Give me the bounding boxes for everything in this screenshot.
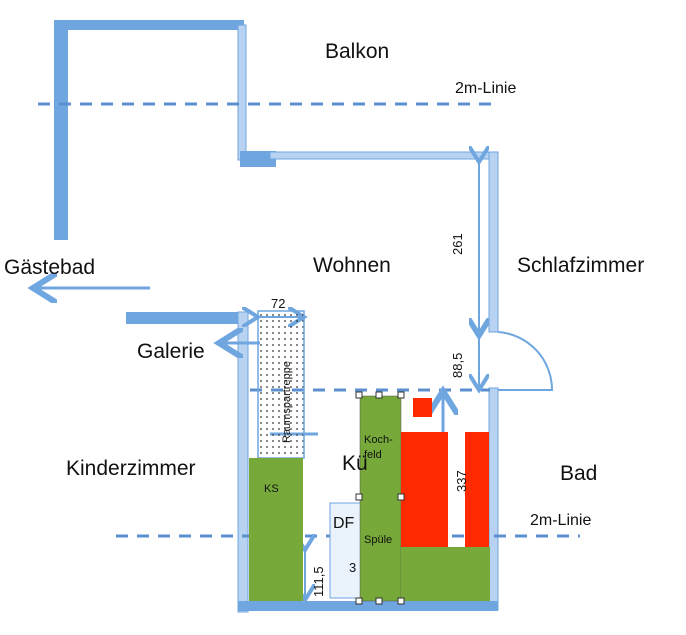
wall-right-upper [488, 151, 499, 333]
room-balkon: Balkon [325, 40, 389, 63]
kochfeld-label-1: Koch- [364, 434, 393, 446]
wall-top [54, 20, 244, 30]
spuele-label: Spüle [364, 534, 392, 546]
wall-middle-horizontal [269, 151, 496, 160]
room-kueche: Kü [342, 452, 368, 475]
stair-label: Raumspartreppe [281, 361, 293, 443]
kochfeld-label-2: feld [364, 449, 382, 461]
dim-337: 337 [454, 470, 469, 492]
two-meter-label-top: 2m-Linie [455, 80, 516, 97]
dim-261: 261 [450, 233, 465, 255]
door-swing [497, 331, 554, 391]
selection-handles [355, 391, 405, 605]
dim-3: 3 [349, 560, 356, 575]
wall-right-lower [488, 387, 499, 611]
room-kinderzimmer: Kinderzimmer [66, 457, 196, 480]
wall-galerie-stub [126, 312, 248, 324]
dim-72: 72 [271, 296, 285, 311]
kitchen-counter-left [359, 395, 402, 602]
wall-corner-block [240, 151, 276, 167]
room-galerie: Galerie [137, 340, 205, 363]
kitchen-counter-bottom [401, 547, 490, 601]
ks-label: KS [264, 483, 279, 495]
room-schlafzimmer: Schlafzimmer [517, 254, 644, 277]
room-bad: Bad [560, 462, 597, 485]
two-meter-label-bottom: 2m-Linie [530, 512, 591, 529]
wall-bottom [238, 601, 498, 611]
red-block-middle [401, 432, 448, 547]
dim-111-5: 111,5 [311, 566, 326, 597]
dim-88-5: 88,5 [450, 353, 465, 378]
stair [257, 310, 305, 459]
wall-top-inner [237, 24, 247, 161]
ks-block [249, 458, 303, 601]
red-block-right [465, 432, 489, 547]
wall-left-top [54, 20, 68, 240]
dfl-label: DF [333, 515, 355, 532]
dfl-box [329, 502, 363, 599]
room-gaestebad: Gästebad [4, 256, 95, 279]
room-wohnen: Wohnen [313, 254, 391, 277]
wall-kitchen-left [237, 311, 249, 613]
red-block-small [413, 398, 432, 417]
